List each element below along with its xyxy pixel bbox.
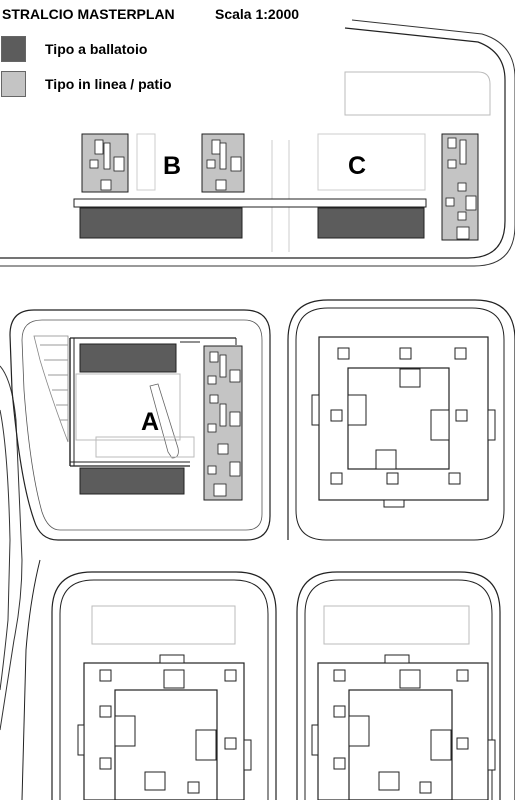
road-edges-left (0, 365, 41, 801)
parcel-a (9, 309, 271, 541)
walkway (73, 198, 427, 208)
parcel-courtyard-1 (287, 299, 515, 800)
block-a-buildings (79, 343, 243, 501)
ballatoio-building-a1 (79, 343, 177, 373)
block-label-a: A (141, 408, 159, 436)
plan-title: STRALCIO MASTERPLAN (2, 6, 175, 22)
parcel-bottom-left (51, 571, 277, 801)
legend-label-ballatoio: Tipo a ballatoio (45, 41, 148, 57)
parcel-bottom-right (296, 571, 501, 801)
legend-item-ballatoio: Tipo a ballatoio (0, 36, 147, 62)
ballatoio-building-a2 (79, 467, 185, 495)
ballatoio-building-b (79, 207, 243, 239)
block-label-b: B (163, 152, 181, 180)
legend-item-patio: Tipo in linea / patio (0, 71, 172, 97)
ballatoio-building-c (317, 207, 425, 239)
block-b-c-buildings (73, 133, 479, 241)
legend-swatch-ballatoio (1, 36, 26, 62)
legend-swatch-patio (1, 71, 26, 97)
block-label-c: C (348, 152, 366, 180)
legend-label-patio: Tipo in linea / patio (45, 76, 172, 92)
plan-scale: Scala 1:2000 (215, 6, 300, 22)
parcel-top (0, 19, 515, 267)
